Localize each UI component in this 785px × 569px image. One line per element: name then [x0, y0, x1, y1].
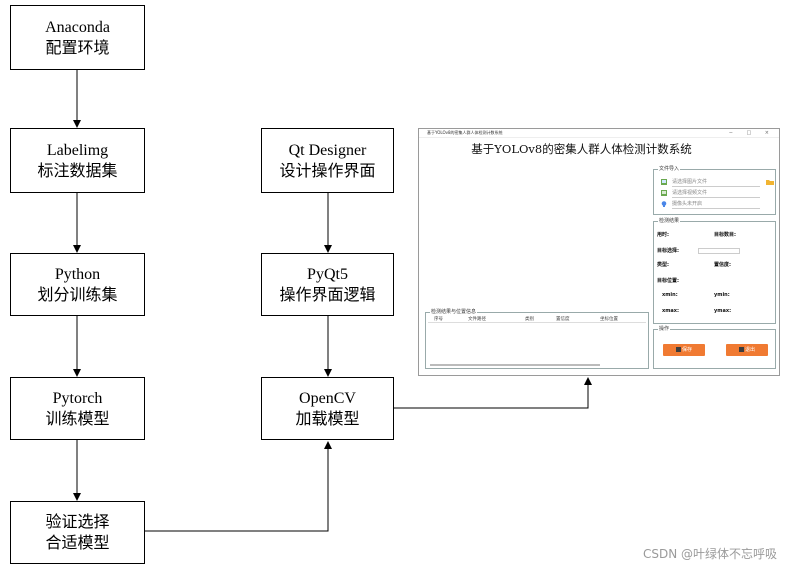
- table-header-coordinates: 坐标位置: [600, 317, 618, 322]
- step-labelimg-title: Labelimg: [46, 141, 109, 159]
- image-display-area: [425, 159, 651, 309]
- step-verify: 验证选择 合适模型: [10, 501, 145, 564]
- app-window-controls[interactable]: − □ ×: [728, 130, 775, 136]
- ymax-label: ymax:: [714, 308, 732, 314]
- arrow-verify-opencv: [145, 441, 332, 532]
- exit-icon: [738, 347, 744, 352]
- operations-group: 操作 保存 退出: [653, 326, 776, 369]
- step-python: Python 划分训练集: [10, 253, 145, 316]
- confidence-label: 置信度:: [714, 262, 731, 268]
- camera-input[interactable]: 摄像头未开启: [672, 200, 760, 209]
- table-header-divider: [428, 322, 646, 323]
- step-pyqt5: PyQt5 操作界面逻辑: [261, 253, 394, 316]
- detection-result-group: 检测结果 用时: 目标数目: 目标选择: 类型: 置信度: 目标位置: xmin…: [653, 218, 776, 324]
- target-select-dropdown[interactable]: [698, 248, 740, 254]
- step-python-title: Python: [54, 265, 101, 283]
- xmax-label: xmax:: [662, 308, 680, 314]
- video-file-input[interactable]: 请选择视频文件: [672, 189, 760, 198]
- step-qt-designer-title: Qt Designer: [288, 141, 367, 159]
- step-pytorch: Pytorch 训练模型: [10, 377, 145, 440]
- step-anaconda-title: Anaconda: [45, 18, 110, 36]
- table-header-path: 文件路径: [468, 317, 486, 322]
- step-pytorch-title: Pytorch: [52, 389, 103, 407]
- detection-result-title: 检测结果: [658, 218, 681, 224]
- image-file-input[interactable]: 请选择图片文件: [672, 178, 760, 187]
- step-labelimg: Labelimg 标注数据集: [10, 128, 145, 193]
- table-header-confidence: 置信度: [556, 317, 570, 322]
- step-pytorch-desc: 训练模型: [45, 410, 110, 428]
- step-labelimg-desc: 标注数据集: [37, 162, 118, 180]
- app-window-title: 基于YOLOv8的密集人群人体检测计数系统: [427, 130, 503, 135]
- results-table-title: 检测结果与位置信息: [430, 309, 478, 315]
- save-button[interactable]: 保存: [663, 344, 705, 356]
- step-opencv-title: OpenCV: [299, 389, 356, 407]
- table-header-class: 类别: [525, 317, 534, 322]
- exit-button-label: 退出: [744, 347, 755, 353]
- app-titlebar: 基于YOLOv8的密集人群人体检测计数系统 − □ ×: [419, 129, 779, 138]
- step-opencv: OpenCV 加载模型: [261, 377, 394, 440]
- target-select-label: 目标选择:: [657, 248, 679, 254]
- app-screenshot: 基于YOLOv8的密集人群人体检测计数系统 − □ × 基于YOLOv8的密集人…: [418, 128, 780, 376]
- step-opencv-desc: 加载模型: [295, 410, 360, 428]
- table-header-index: 序号: [434, 317, 443, 322]
- file-import-group: 文件导入 请选择图片文件 请选择视频文件 摄像头未开启: [653, 166, 776, 215]
- step-anaconda: Anaconda 配置环境: [10, 5, 145, 70]
- video-file-icon: [661, 190, 667, 196]
- operations-title: 操作: [658, 326, 671, 332]
- arrow-opencv-app: [394, 377, 592, 409]
- step-qt-designer-desc: 设计操作界面: [279, 162, 376, 180]
- step-verify-desc: 合适模型: [45, 534, 110, 552]
- step-pyqt5-desc: 操作界面逻辑: [279, 286, 376, 304]
- ymin-label: ymin:: [714, 292, 730, 298]
- type-label: 类型:: [657, 262, 669, 268]
- watermark: CSDN @叶绿体不忘呼吸: [642, 547, 777, 561]
- exit-button[interactable]: 退出: [726, 344, 768, 356]
- camera-icon: [661, 201, 667, 207]
- time-label: 用时:: [657, 232, 669, 238]
- step-qt-designer: Qt Designer 设计操作界面: [261, 128, 394, 193]
- step-python-desc: 划分训练集: [37, 286, 118, 304]
- step-verify-title: 验证选择: [45, 513, 110, 531]
- save-button-label: 保存: [681, 347, 692, 353]
- count-label: 目标数目:: [714, 232, 736, 238]
- xmin-label: xmin:: [662, 292, 678, 298]
- file-import-title: 文件导入: [658, 166, 681, 172]
- table-scrollbar[interactable]: [430, 364, 600, 366]
- folder-icon[interactable]: [766, 179, 774, 185]
- save-icon: [675, 347, 681, 352]
- position-label: 目标位置:: [657, 278, 679, 284]
- step-pyqt5-title: PyQt5: [307, 265, 348, 283]
- app-heading: 基于YOLOv8的密集人群人体检测计数系统: [471, 142, 692, 156]
- results-table-group: 检测结果与位置信息 序号 文件路径 类别 置信度 坐标位置: [425, 309, 649, 369]
- image-file-icon: [661, 179, 667, 185]
- step-anaconda-desc: 配置环境: [45, 39, 110, 57]
